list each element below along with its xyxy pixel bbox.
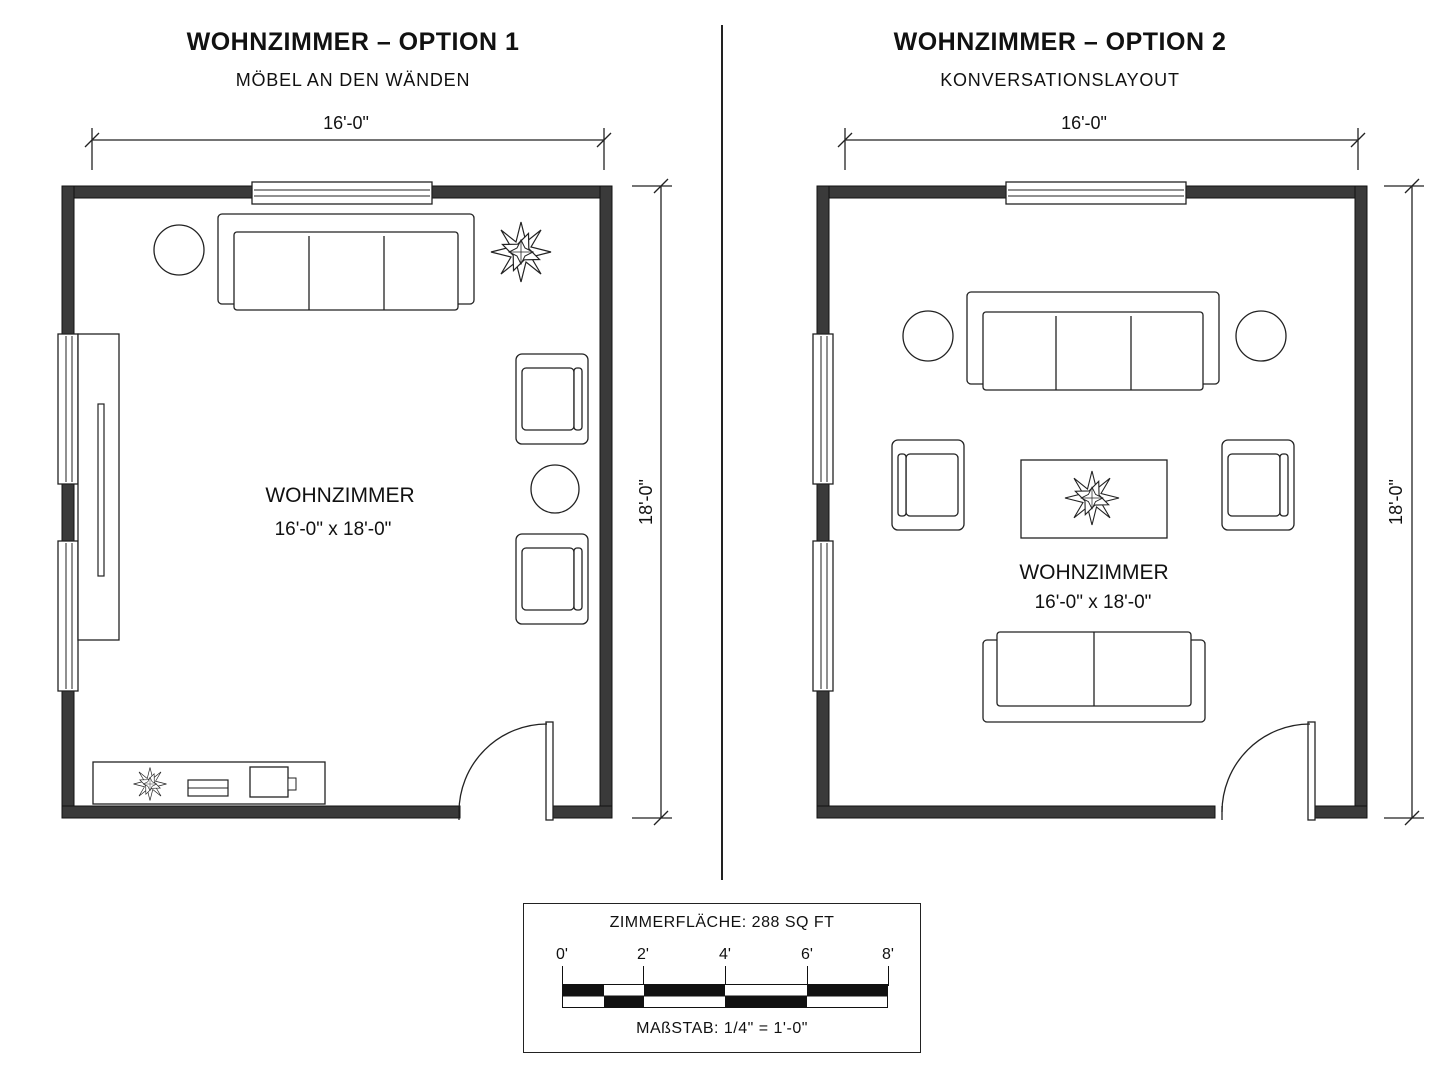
scale-caption: MAßSTAB: 1/4" = 1'-0" [636, 1020, 808, 1037]
scale-bar [562, 984, 888, 1008]
scale-tick-0: 0' [556, 946, 568, 963]
option-1-side-table-1 [153, 224, 205, 276]
option-1-width-dimension: 16'-0" [84, 113, 612, 170]
scale-tick-6: 6' [801, 946, 813, 963]
option-1-title: WOHNZIMMER – OPTION 1 [186, 28, 520, 56]
option-2-room-size: 16'-0" x 18'-0" [1035, 592, 1152, 613]
scale-tick-2: 2' [637, 946, 649, 963]
scale-tickmark [725, 966, 726, 986]
option-1-armchair-2 [515, 533, 589, 625]
scale-legend: ZIMMERFLÄCHE: 288 SQ FT 0' 2' 4' 6' 8' M… [523, 903, 921, 1053]
option-1-left-window-2 [57, 540, 79, 692]
option-1-height-label: 18'-0" [636, 479, 656, 525]
scale-tickmark [807, 966, 808, 986]
option-2-coffee-table [1020, 459, 1168, 539]
option-1-left-window-1 [57, 333, 79, 485]
option-2-side-table-1 [902, 310, 954, 362]
option-2-height-dimension: 18'-0" [1384, 178, 1424, 826]
scale-tick-8: 8' [882, 946, 894, 963]
option-1-height-dimension: 18'-0" [632, 178, 672, 826]
option-1-plan: 16'-0" 18'-0" [57, 113, 672, 826]
option-2-top-window [1005, 181, 1187, 205]
option-2-height-label: 18'-0" [1386, 479, 1406, 525]
option-1-room-size: 16'-0" x 18'-0" [275, 519, 392, 540]
room-area-label: ZIMMERFLÄCHE: 288 SQ FT [609, 914, 835, 931]
scale-tick-4: 4' [719, 946, 731, 963]
scale-tickmark [643, 966, 644, 986]
option-2-plan: 16'-0" 18'-0" [812, 113, 1424, 826]
option-2-width-label: 16'-0" [1061, 113, 1107, 133]
option-1-plant-icon [490, 221, 552, 283]
option-2-left-window-1 [812, 333, 834, 485]
option-2-room-name: WOHNZIMMER [1019, 561, 1168, 584]
option-2-sofa [966, 291, 1220, 391]
option-1-width-label: 16'-0" [323, 113, 369, 133]
option-2-side-table-2 [1235, 310, 1287, 362]
option-2-loveseat [982, 631, 1206, 723]
option-2-title: WOHNZIMMER – OPTION 2 [893, 28, 1227, 56]
option-2-door [1221, 721, 1316, 821]
option-1-door [458, 721, 554, 821]
option-2-armchair-right [1221, 439, 1295, 531]
option-1-room-name: WOHNZIMMER [265, 484, 414, 507]
option-1-top-window [251, 181, 433, 205]
option-1-walls [61, 185, 613, 819]
option-2-armchair-left [891, 439, 965, 531]
option-1-media-console [77, 333, 120, 641]
option-2-width-dimension: 16'-0" [837, 113, 1366, 170]
option-2-left-window-2 [812, 540, 834, 692]
option-1-sofa [217, 213, 475, 311]
scale-tickmark [562, 966, 563, 986]
option-1-side-table-2 [530, 464, 580, 514]
option-2-subtitle: KONVERSATIONSLAYOUT [940, 70, 1180, 90]
option-1-bottom-console [92, 761, 326, 805]
option-1-subtitle: MÖBEL AN DEN WÄNDEN [235, 70, 471, 90]
scale-tickmark [888, 966, 889, 986]
option-1-armchair-1 [515, 353, 589, 445]
